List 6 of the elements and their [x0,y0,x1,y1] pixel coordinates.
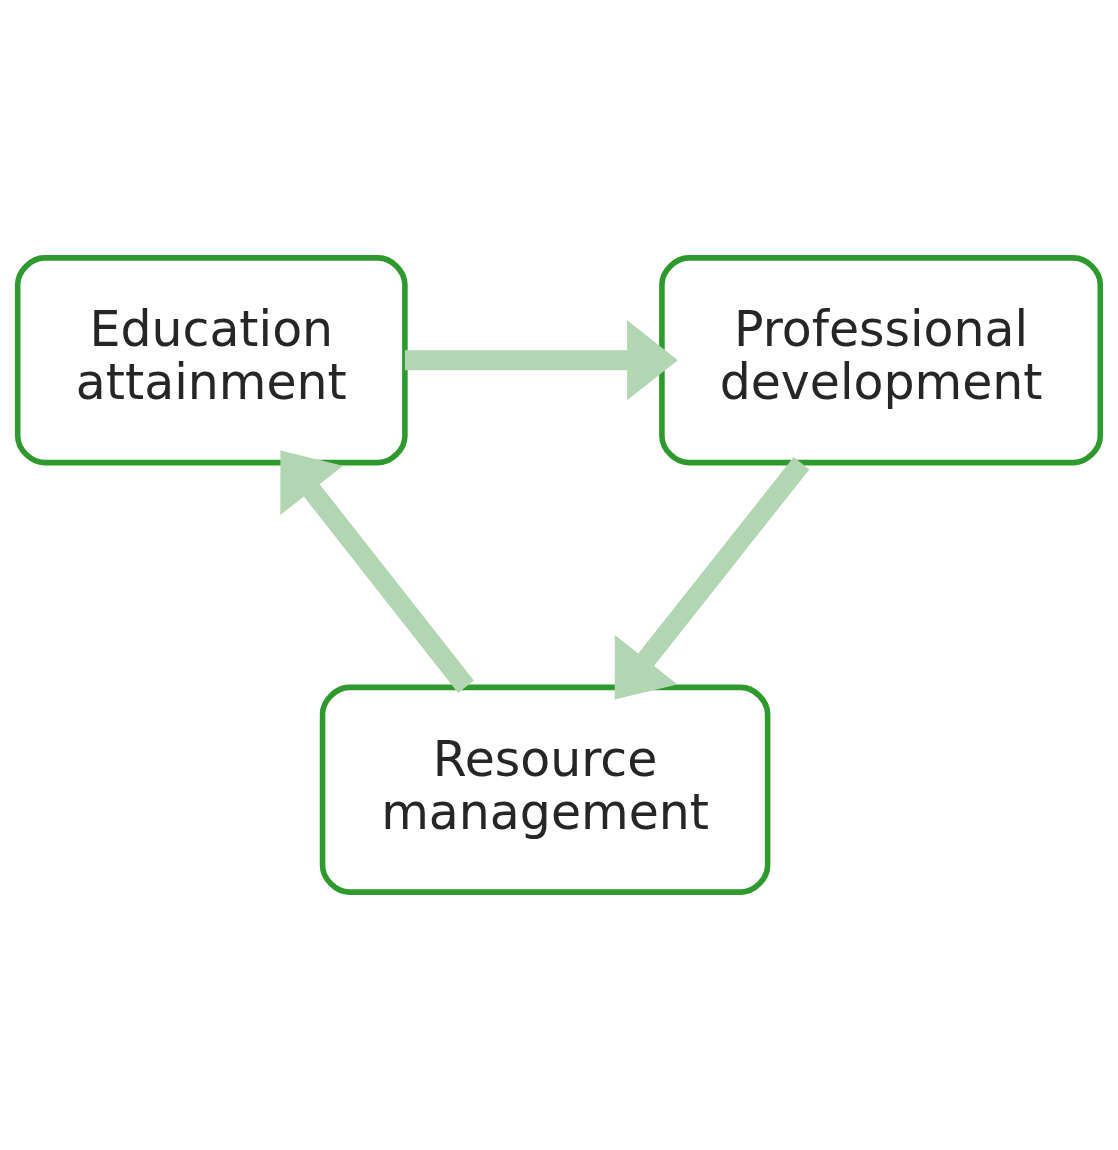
node-box: Education attainment [14,255,408,466]
arrow [280,450,474,693]
node-box: Professional development [659,255,1104,466]
arrow [614,457,810,700]
arrow [404,320,678,401]
node-box: Resource management [319,684,771,895]
